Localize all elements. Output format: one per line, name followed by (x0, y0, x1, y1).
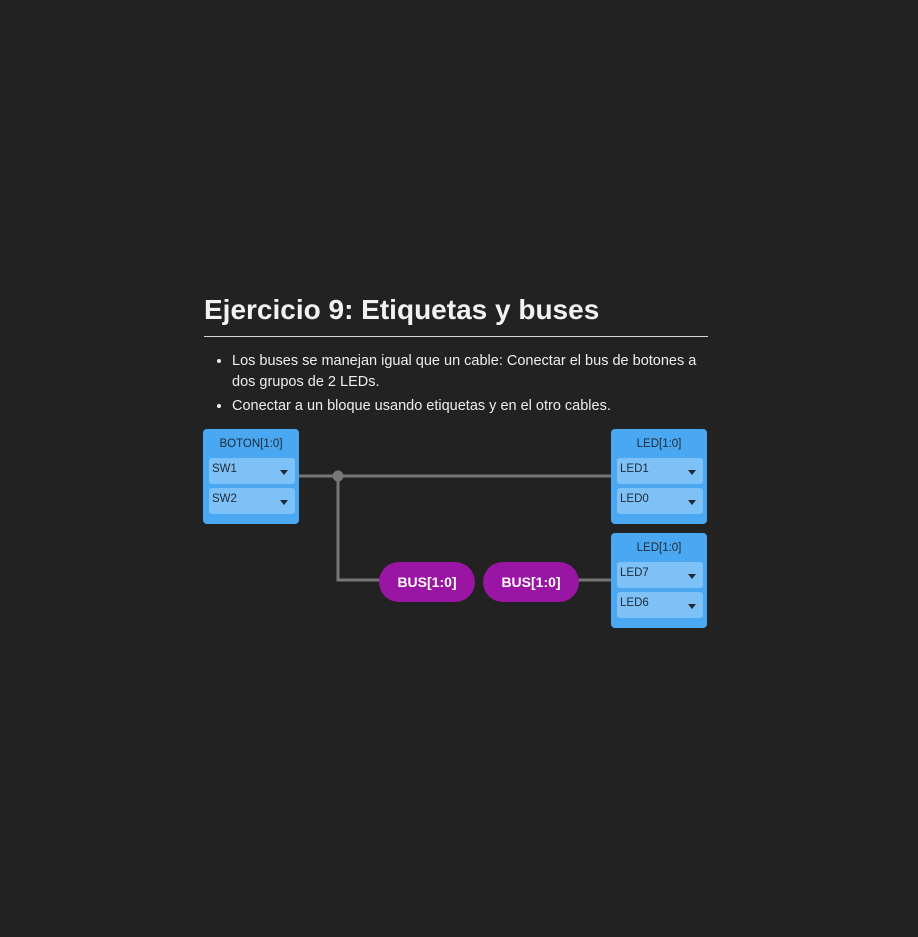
pin-label: SW1 (212, 463, 237, 475)
instruction-item-1: Los buses se manejan igual que un cable:… (232, 351, 708, 393)
wire-branch-bus[interactable] (336, 476, 381, 582)
pin-label: SW2 (212, 493, 237, 505)
pin-select-sw1[interactable]: SW1 (209, 458, 295, 484)
bus-tag-input[interactable]: BUS[1:0] (379, 562, 475, 602)
pin-label: LED0 (620, 493, 649, 505)
chevron-down-icon[interactable] (688, 604, 696, 609)
bus-tag-output[interactable]: BUS[1:0] (483, 562, 579, 602)
exercise-section: Ejercicio 9: Etiquetas y buses Los buses… (204, 288, 708, 420)
pin-select-led6[interactable]: LED6 (617, 592, 703, 618)
wires (299, 470, 611, 582)
block-title: BOTON[1:0] (219, 438, 283, 450)
pin-select-led1[interactable]: LED1 (617, 458, 703, 484)
circuit-diagram: BOTON[1:0] SW1 SW2 LED[1:0] LED1 LED0 LE… (203, 428, 709, 632)
chevron-down-icon[interactable] (688, 470, 696, 475)
instruction-item-2: Conectar a un bloque usando etiquetas y … (232, 396, 708, 417)
input-block-boton[interactable]: BOTON[1:0] SW1 SW2 (203, 429, 299, 524)
block-title: LED[1:0] (636, 438, 682, 450)
pin-label: LED1 (620, 463, 649, 475)
page-title: Ejercicio 9: Etiquetas y buses (204, 288, 708, 337)
pin-select-sw2[interactable]: SW2 (209, 488, 295, 514)
chevron-down-icon[interactable] (688, 500, 696, 505)
pin-label: LED7 (620, 567, 649, 579)
output-block-led-1[interactable]: LED[1:0] LED1 LED0 (611, 429, 707, 524)
wire-junction (332, 470, 344, 482)
pin-select-led0[interactable]: LED0 (617, 488, 703, 514)
chevron-down-icon[interactable] (280, 500, 288, 505)
pin-select-led7[interactable]: LED7 (617, 562, 703, 588)
pin-label: LED6 (620, 597, 649, 609)
instruction-list: Los buses se manejan igual que un cable:… (204, 351, 708, 417)
block-title: LED[1:0] (636, 542, 682, 554)
output-block-led-2[interactable]: LED[1:0] LED7 LED6 (611, 533, 707, 628)
chevron-down-icon[interactable] (280, 470, 288, 475)
chevron-down-icon[interactable] (688, 574, 696, 579)
